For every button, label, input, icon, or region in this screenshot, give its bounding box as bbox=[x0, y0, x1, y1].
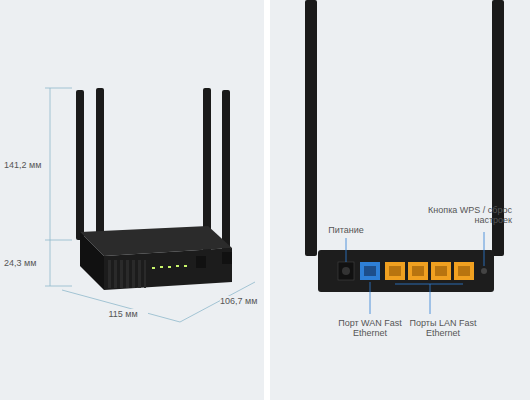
dimension-label: 141,2 мм bbox=[4, 160, 46, 170]
port-label: Порты LAN Fast Ethernet bbox=[408, 318, 478, 339]
rear-body bbox=[318, 250, 494, 292]
leader-lines bbox=[346, 232, 484, 314]
dimension-label: 24,3 мм bbox=[4, 258, 46, 268]
port-label: Питание bbox=[316, 225, 376, 235]
dimension-lines bbox=[45, 88, 255, 322]
left-panel bbox=[0, 0, 264, 400]
router-body bbox=[80, 226, 232, 290]
dimension-label: 115 мм bbox=[98, 309, 148, 319]
dimension-label: 106,7 мм bbox=[220, 296, 264, 306]
right-panel bbox=[270, 0, 530, 400]
rear-antennas bbox=[305, 0, 504, 256]
port-label: Порт WAN Fast Ethernet bbox=[334, 318, 406, 339]
port-label: Кнопка WPS / сброс настроек bbox=[400, 205, 512, 226]
